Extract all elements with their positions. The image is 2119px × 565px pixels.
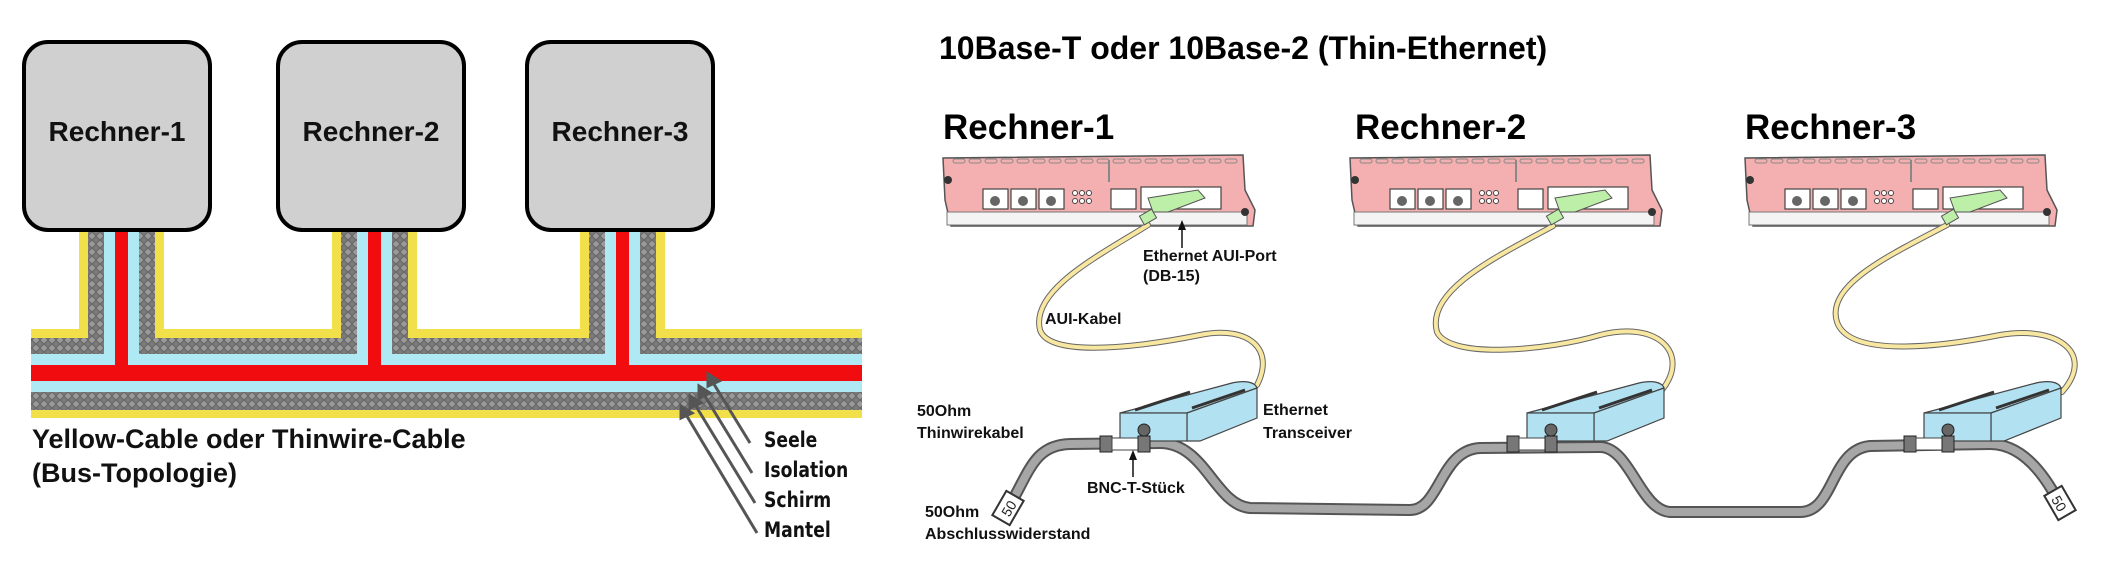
thinwire-label-line2: Thinwirekabel (917, 425, 1024, 442)
bnc-t-piece (1506, 423, 1558, 453)
aui-cable-label: AUI-Kabel (1045, 311, 1122, 328)
terminator-label: 50Ohm Abschlusswiderstand (925, 502, 1090, 546)
ethernet-transceiver (1526, 381, 1665, 442)
aui-cable (1832, 222, 2078, 395)
bnc-t-arrow (1129, 450, 1137, 477)
computer-label: Rechner-3 (551, 116, 689, 147)
layer-label-seele: Seele (764, 428, 818, 452)
node-title-2: Rechner-2 (1355, 108, 1527, 147)
layer-label-mantel: Mantel (764, 518, 831, 542)
bnc-t-piece (1903, 423, 1955, 453)
bus-caption-line2: (Bus-Topologie) (32, 458, 237, 488)
bus-caption-line1: Yellow-Cable oder Thinwire-Cable (32, 424, 466, 454)
thinwire-label: 50Ohm Thinwirekabel (917, 401, 1024, 445)
ethernet-transceiver (1119, 381, 1258, 442)
bus-cable-diagram (31, 232, 862, 534)
aui-port-label: Ethernet AUI-Port (DB-15) (1143, 247, 1277, 287)
aui-port-label-line1: Ethernet AUI-Port (1143, 248, 1277, 265)
bus-caption: Yellow-Cable oder Thinwire-Cable (Bus-To… (32, 422, 466, 490)
router-module (1744, 154, 2058, 227)
terminator-mark: 50 (998, 498, 1020, 520)
computer-box-3: Rechner-3 (525, 40, 715, 232)
computer-box-2: Rechner-2 (276, 40, 466, 232)
thinwire-cable (1004, 436, 2058, 518)
node-title-1: Rechner-1 (943, 108, 1115, 147)
terminator-label-line1: 50Ohm (925, 504, 980, 521)
layer-arrows (679, 371, 759, 534)
transceiver-label-line2: Transceiver (1263, 425, 1352, 442)
drop-cable-1 (79, 232, 164, 372)
bus-cable-horizontal (31, 329, 862, 418)
diagram-title: 10Base-T oder 10Base-2 (Thin-Ethernet) (939, 30, 1548, 66)
drop-cable-3 (580, 232, 665, 372)
thinwire-cable-fill (1006, 438, 2056, 516)
bnc-t-label: BNC-T-Stück (1087, 480, 1185, 497)
aui-port-label-line2: (DB-15) (1143, 268, 1200, 285)
drop-cable-2 (332, 232, 417, 372)
aui-port-arrow (1178, 220, 1186, 248)
thinwire-label-line1: 50Ohm (917, 403, 972, 420)
computer-label: Rechner-2 (302, 116, 440, 147)
terminator-label-line2: Abschlusswiderstand (925, 526, 1091, 543)
aui-cable (1432, 223, 1676, 393)
network-node-2 (1349, 154, 1676, 453)
router-module (942, 154, 1256, 227)
seele-layer (31, 365, 862, 381)
transceiver-label: Ethernet Transceiver (1263, 399, 1352, 445)
node-title-3: Rechner-3 (1745, 108, 1917, 147)
router-module (1349, 154, 1663, 227)
computer-box-1: Rechner-1 (22, 40, 212, 232)
terminator-right: 50 (2042, 484, 2078, 522)
transceiver-label-line1: Ethernet (1263, 402, 1328, 419)
network-node-1 (942, 154, 1266, 453)
computer-label: Rechner-1 (48, 116, 186, 147)
terminator-left: 50 (990, 489, 1026, 527)
ethernet-transceiver (1923, 381, 2062, 442)
network-node-3 (1744, 154, 2078, 453)
bnc-t-piece (1099, 423, 1151, 453)
layer-label-isolation: Isolation (764, 458, 849, 482)
layer-label-schirm: Schirm (764, 488, 832, 512)
terminator-mark: 50 (2048, 493, 2070, 515)
